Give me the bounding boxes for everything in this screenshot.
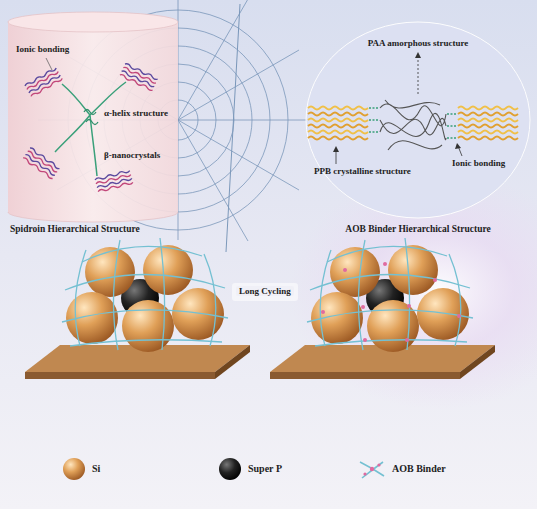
spidroin-structure bbox=[119, 63, 158, 91]
aob-structure bbox=[308, 137, 368, 140]
aob-structure bbox=[418, 55, 419, 94]
spidroin-cylinder bbox=[8, 22, 178, 222]
legend-samples bbox=[63, 458, 85, 480]
electrode-after bbox=[307, 238, 473, 350]
electrode-after bbox=[343, 268, 347, 272]
spidroin-cylinder bbox=[8, 212, 178, 222]
legend-text: AOB Binder bbox=[392, 463, 446, 475]
spidroin-structure bbox=[95, 169, 134, 192]
legend-samples bbox=[377, 463, 380, 466]
aob-structure bbox=[308, 113, 368, 116]
aob-structure bbox=[308, 125, 368, 128]
spidroin-cylinder bbox=[8, 12, 178, 32]
legend-samples bbox=[370, 467, 374, 471]
electrode-after bbox=[363, 338, 367, 342]
aob-structure bbox=[380, 100, 446, 150]
aob-structure bbox=[458, 125, 518, 128]
electrode-after bbox=[405, 338, 409, 342]
aob-structure bbox=[308, 107, 368, 110]
electrode-after bbox=[321, 262, 461, 342]
legend-text: Si bbox=[92, 463, 100, 475]
electrode-before bbox=[25, 238, 250, 379]
aob-structure bbox=[458, 113, 518, 116]
label: α-helix structure bbox=[104, 108, 168, 118]
aob-structure bbox=[415, 52, 421, 58]
aob-structure bbox=[458, 107, 518, 110]
spidroin-structure bbox=[84, 110, 98, 125]
aob-ellipse bbox=[306, 22, 530, 218]
aob-structure bbox=[458, 137, 518, 140]
spidroin-structure bbox=[55, 82, 126, 176]
electrode-after bbox=[383, 262, 387, 266]
label: β-nanocrystals bbox=[104, 150, 160, 160]
aob-structure bbox=[308, 119, 368, 122]
aob-structure bbox=[308, 52, 518, 164]
electrode-before bbox=[215, 345, 250, 379]
electrode-before bbox=[66, 245, 224, 352]
spidroin-structure bbox=[22, 147, 60, 180]
label: Ionic bonding bbox=[16, 44, 69, 54]
panel-region: AOB Binder Hierarchical Structure bbox=[306, 22, 530, 222]
process-label: Long Cycling bbox=[236, 286, 294, 296]
label: PPB crystalline structure bbox=[314, 166, 411, 176]
aob-structure bbox=[333, 146, 339, 152]
legend-samples bbox=[363, 472, 366, 475]
spidroin-structure bbox=[22, 58, 158, 193]
spider-web bbox=[226, 4, 240, 252]
aob-structure bbox=[308, 131, 368, 134]
electrode-after bbox=[457, 314, 461, 318]
aob-structure bbox=[458, 119, 518, 122]
legend-samples bbox=[63, 458, 384, 480]
spidroin-structure bbox=[46, 58, 52, 70]
legend-samples bbox=[362, 462, 383, 478]
arrow-band bbox=[232, 283, 298, 301]
electrode-after bbox=[407, 304, 411, 308]
electrode-after bbox=[361, 305, 365, 309]
label: Ionic bonding bbox=[452, 158, 505, 168]
spidroin-cylinder bbox=[8, 12, 178, 222]
electrode-after bbox=[433, 278, 437, 282]
aob-structure bbox=[455, 143, 461, 149]
aob-structure bbox=[458, 131, 518, 134]
spidroin-structure bbox=[24, 67, 62, 98]
electrode-after bbox=[460, 345, 495, 379]
electrode-before bbox=[25, 372, 215, 379]
legend-text: Super P bbox=[248, 463, 282, 475]
electrode-before bbox=[62, 238, 228, 350]
label: PAA amorphous structure bbox=[368, 38, 469, 48]
panel-heading: AOB Binder Hierarchical Structure bbox=[345, 224, 490, 235]
aob-ellipse bbox=[306, 22, 530, 218]
electrode-after bbox=[270, 238, 495, 379]
legend-samples bbox=[219, 458, 241, 480]
electrode-after bbox=[311, 245, 469, 352]
electrode-after bbox=[270, 372, 460, 379]
panel-heading: Spidroin Hierarchical Structure bbox=[10, 224, 140, 235]
electrode-after bbox=[321, 310, 325, 314]
